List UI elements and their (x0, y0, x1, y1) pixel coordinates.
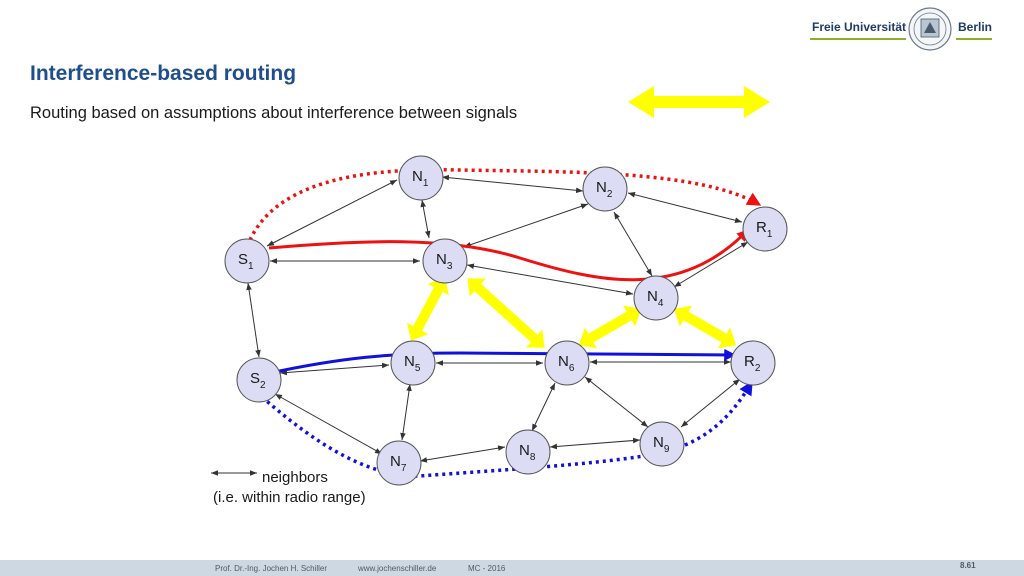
legend-line1: neighbors (262, 469, 328, 486)
logo-underline-right (956, 38, 992, 40)
university-seal-icon (908, 7, 952, 51)
interference-n4-n6 (578, 305, 642, 349)
node-n5: N5 (390, 340, 436, 386)
edge-r2-n9 (680, 378, 741, 428)
node-circle (224, 238, 270, 284)
node-label: N6 (558, 353, 575, 374)
node-label: N9 (653, 434, 670, 455)
footer-course: MC - 2016 (468, 564, 506, 573)
node-n6: N6 (544, 340, 590, 386)
route-blue-solid (269, 348, 737, 375)
node-circle (582, 166, 628, 212)
footer-author: Prof. Dr.-Ing. Jochen H. Schiller (215, 564, 328, 573)
edge-n7-n8 (419, 445, 506, 463)
node-circle (742, 206, 788, 252)
route-red-dotted (248, 167, 762, 241)
edge-n1-n3 (420, 199, 431, 239)
legend-line2: (i.e. within radio range) (213, 489, 366, 506)
logo-underline-left (810, 38, 906, 40)
edge-n1-n2 (441, 174, 584, 194)
node-label: R2 (744, 353, 761, 374)
edge-n6-n9 (584, 376, 649, 428)
node-s1: S1 (224, 238, 270, 284)
edge-n2-n4 (613, 211, 653, 277)
node-label: S1 (238, 251, 254, 272)
node-label: N8 (519, 442, 536, 463)
edge-n6-n8 (531, 382, 556, 432)
edge-r1-n4 (673, 241, 749, 288)
node-n7: N7 (376, 440, 422, 486)
footer-website: www.jochenschiller.de (358, 564, 437, 573)
node-circle (376, 440, 422, 486)
edge-s1-s2 (246, 282, 261, 358)
node-circle (422, 238, 468, 284)
interference-arrows (407, 277, 737, 349)
edge-n5-n7 (400, 383, 412, 441)
node-n3: N3 (422, 238, 468, 284)
node-n8: N8 (505, 429, 551, 475)
university-logo: Freie Universität Berlin (808, 6, 994, 52)
node-circle (505, 429, 551, 475)
interference-n4-r2 (673, 305, 737, 349)
node-label: S2 (250, 370, 266, 391)
node-r2: R2 (730, 340, 776, 386)
interference-n3-n6 (467, 278, 545, 348)
edge-n8-n9 (549, 437, 641, 450)
node-circle (639, 421, 685, 467)
node-label: N2 (596, 179, 613, 200)
node-n1: N1 (398, 155, 444, 201)
node-s2: S2 (236, 357, 282, 403)
route-red-solid (268, 228, 750, 282)
node-label: N5 (404, 353, 421, 374)
node-n4: N4 (633, 275, 679, 321)
edge-s2-n7 (274, 393, 383, 455)
node-circle (398, 155, 444, 201)
logo-text-left: Freie Universität (812, 20, 907, 34)
page-number: 8.61 (960, 561, 976, 570)
node-n2: N2 (582, 166, 628, 212)
node-circle (730, 340, 776, 386)
neighbor-edges (246, 174, 749, 463)
edge-n2-r1 (627, 192, 743, 223)
node-n9: N9 (639, 421, 685, 467)
node-label: N3 (436, 251, 453, 272)
edge-n3-n4 (466, 263, 634, 296)
edge-s1-n1 (266, 179, 398, 247)
footer-bar (0, 560, 1024, 576)
node-circle (236, 357, 282, 403)
node-label: N7 (390, 453, 407, 474)
interference-legend-arrow (628, 86, 770, 118)
interference-n3-n5 (407, 277, 449, 341)
legend: neighbors (i.e. within radio range) (213, 468, 366, 508)
node-label: N4 (647, 288, 664, 309)
node-label: R1 (756, 219, 773, 240)
page-subtitle: Routing based on assumptions about inter… (30, 104, 518, 122)
logo-text-right: Berlin (958, 20, 993, 34)
node-r1: R1 (742, 206, 788, 252)
node-circle (633, 275, 679, 321)
node-label: N1 (412, 168, 429, 189)
edge-s2-n5 (279, 362, 390, 376)
node-circle (544, 340, 590, 386)
node-circle (390, 340, 436, 386)
edge-n3-n2 (463, 203, 589, 248)
page-title: Interference-based routing (30, 62, 297, 85)
